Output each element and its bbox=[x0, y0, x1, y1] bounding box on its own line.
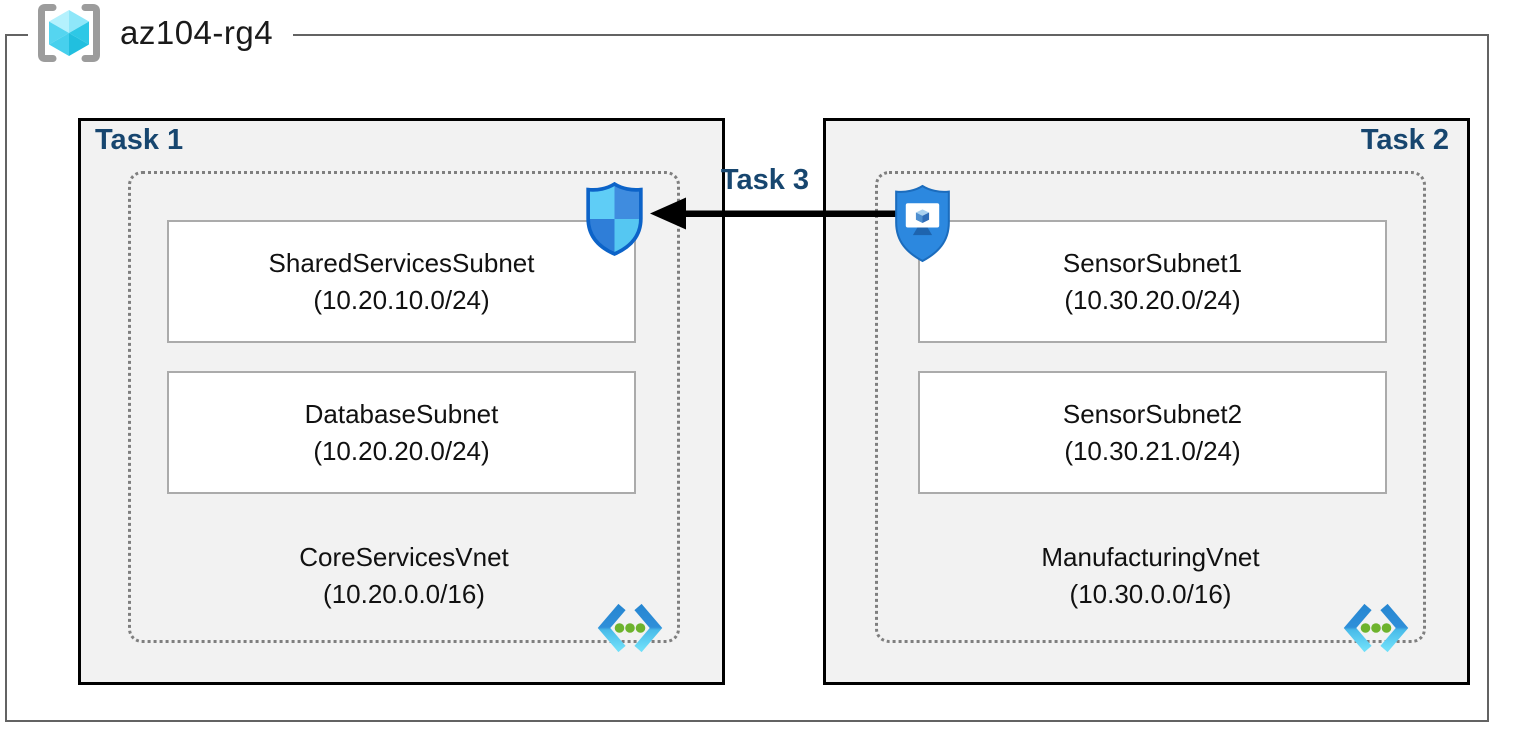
vnet-label-core-services: CoreServicesVnet (10.20.0.0/16) bbox=[131, 539, 677, 613]
subnet-name: DatabaseSubnet bbox=[304, 398, 499, 429]
application-security-group-icon bbox=[895, 184, 950, 263]
subnet-cidr: (10.30.21.0/24) bbox=[1064, 435, 1241, 466]
vnet-cidr: (10.20.0.0/16) bbox=[323, 579, 485, 609]
subnet-name: SensorSubnet2 bbox=[1062, 398, 1243, 429]
network-security-group-icon bbox=[586, 182, 643, 256]
task3-arrow bbox=[650, 197, 897, 230]
subnet-cidr: (10.20.20.0/24) bbox=[313, 435, 490, 466]
subnet-database: DatabaseSubnet (10.20.20.0/24) bbox=[167, 371, 636, 494]
subnet-name: SensorSubnet1 bbox=[1062, 247, 1243, 278]
subnet-cidr: (10.30.20.0/24) bbox=[1064, 284, 1241, 315]
resource-group-title: az104-rg4 bbox=[120, 14, 274, 51]
subnet-sensor2: SensorSubnet2 (10.30.21.0/24) bbox=[918, 371, 1387, 494]
vnet-name: CoreServicesVnet bbox=[299, 542, 509, 572]
subnet-shared-services: SharedServicesSubnet (10.20.10.0/24) bbox=[167, 220, 636, 343]
virtual-network-icon bbox=[597, 603, 663, 653]
task2-label: Task 2 bbox=[1360, 124, 1449, 156]
task1-label: Task 1 bbox=[95, 124, 184, 156]
vnet-label-manufacturing: ManufacturingVnet (10.30.0.0/16) bbox=[878, 539, 1423, 613]
vnet-cidr: (10.30.0.0/16) bbox=[1069, 579, 1232, 609]
resource-group-icon bbox=[38, 4, 100, 62]
virtual-network-icon bbox=[1343, 603, 1409, 653]
subnet-cidr: (10.20.10.0/24) bbox=[313, 284, 490, 315]
task1-vnet-boundary: SharedServicesSubnet (10.20.10.0/24) Dat… bbox=[128, 171, 680, 653]
task3-label: Task 3 bbox=[720, 164, 810, 196]
subnet-sensor1: SensorSubnet1 (10.30.20.0/24) bbox=[918, 220, 1387, 343]
subnet-name: SharedServicesSubnet bbox=[268, 247, 535, 278]
vnet-name: ManufacturingVnet bbox=[1041, 542, 1260, 572]
task2-box: Task 2 SensorSubnet1 (10.30.20.0/24) Sen… bbox=[823, 118, 1470, 685]
task2-vnet-boundary: SensorSubnet1 (10.30.20.0/24) SensorSubn… bbox=[875, 171, 1426, 653]
resource-group-header: az104-rg4 bbox=[28, 1, 294, 65]
